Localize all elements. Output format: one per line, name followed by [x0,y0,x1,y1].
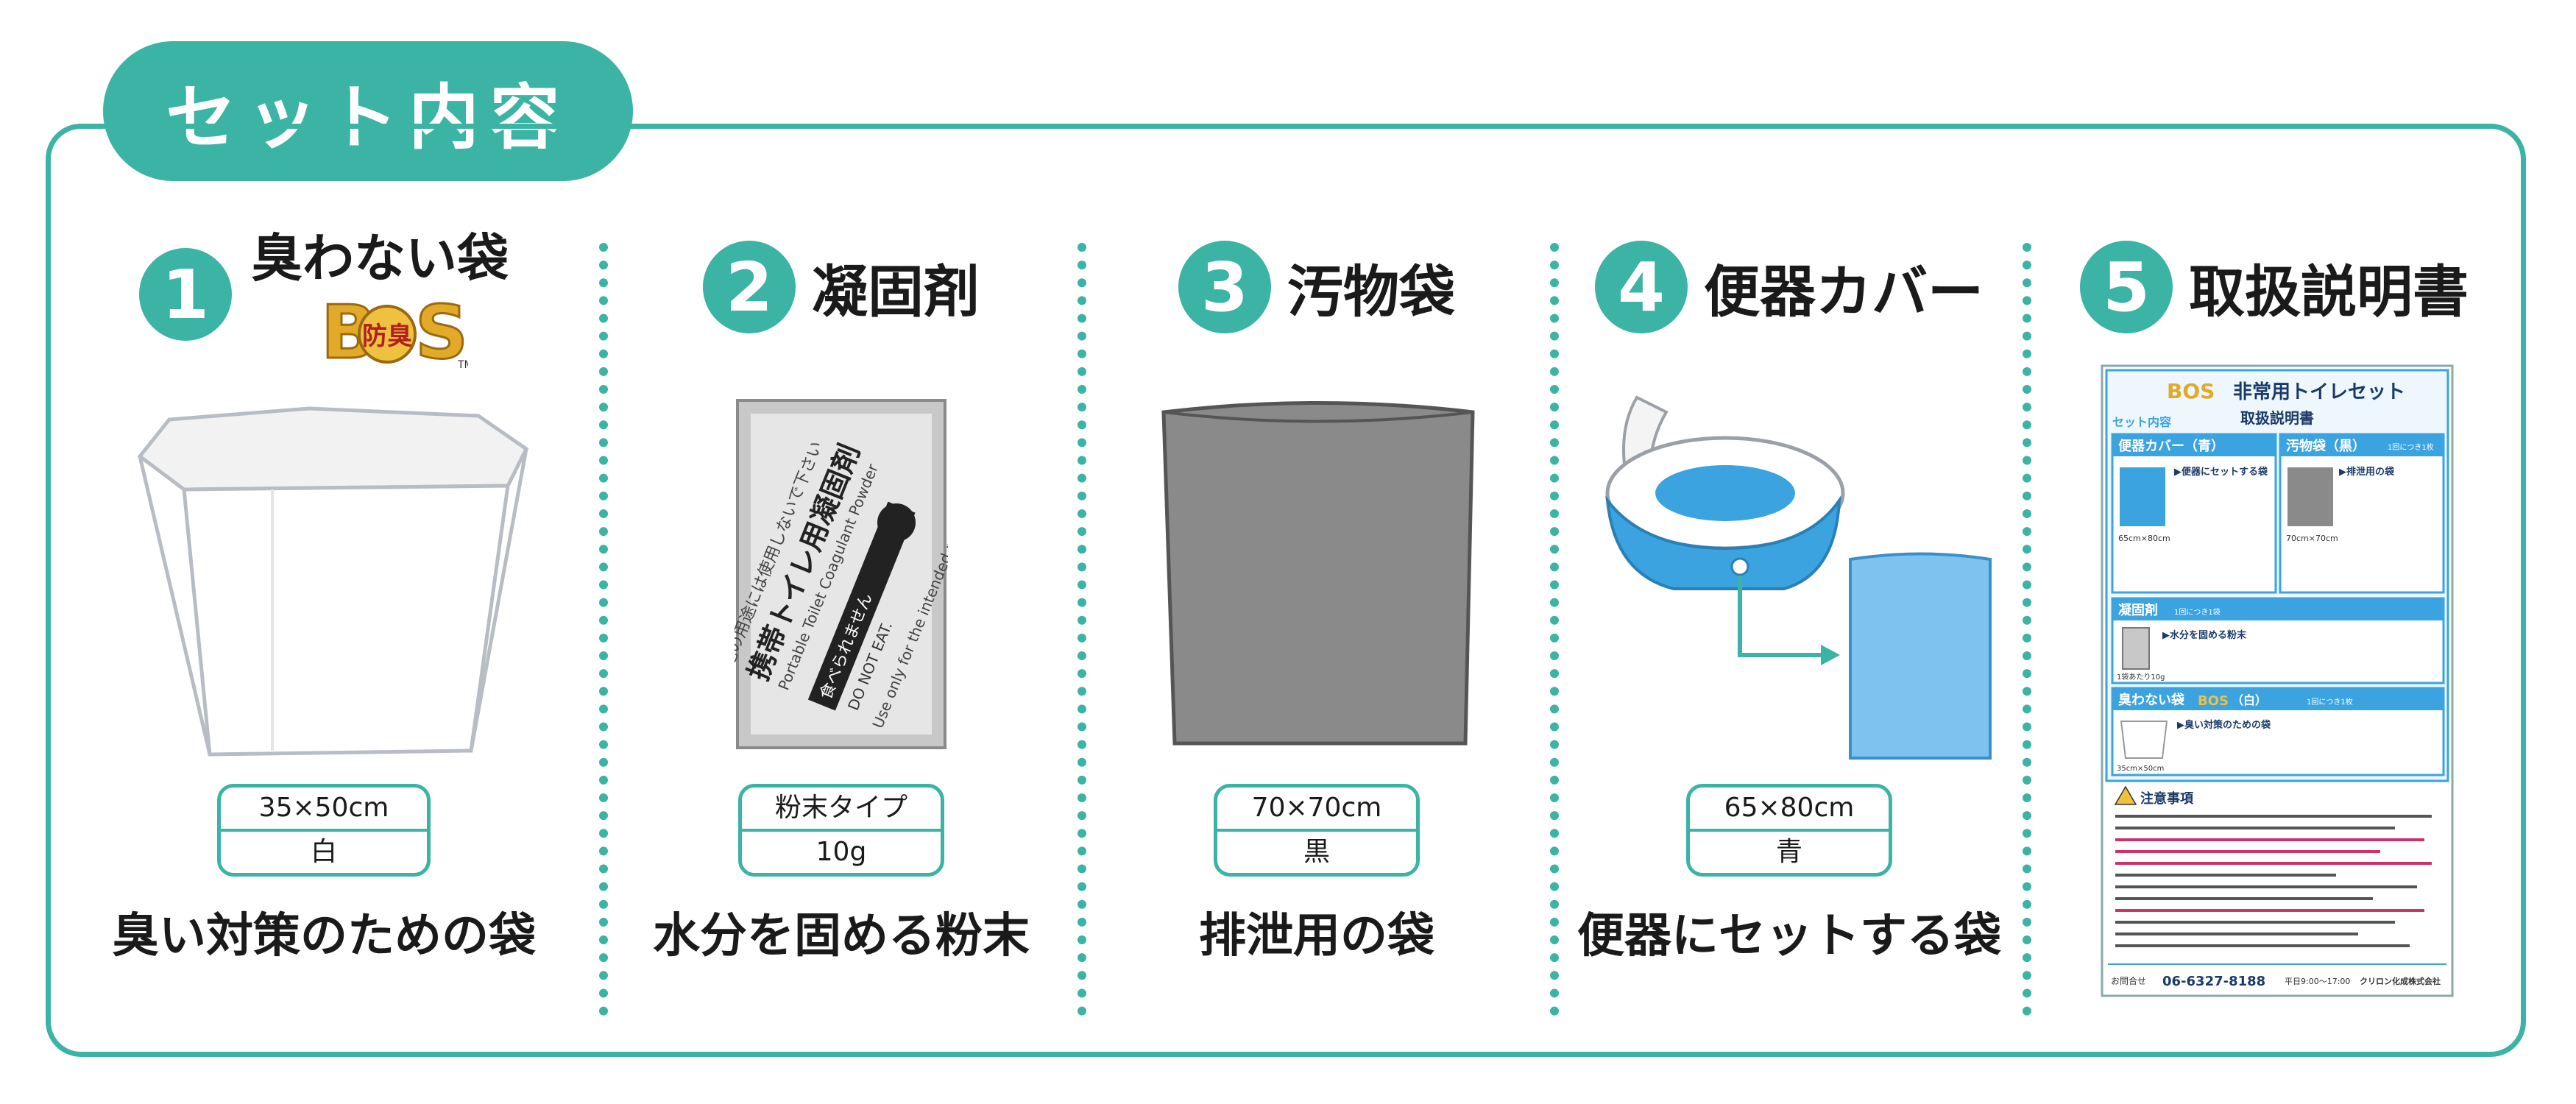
spec-box: 35×50cm 白 [217,784,431,877]
manual-waste-size: 70cm×70cm [2286,534,2338,543]
arrow-right-icon [1821,645,1840,665]
item-description: 便器にセットする袋 [1577,909,2001,963]
spec-box: 粉末タイプ 10g [738,784,944,877]
item-heading: 1 臭わない袋 B 防臭 S TM [52,228,596,372]
manual-coag-badge: 1回につき1袋 [2174,607,2221,617]
manual-coag-size: 1袋あたり10g [2117,672,2165,682]
manual-cover-heading: ▶便器にセットする袋 [2174,466,2268,478]
item-number: 2 [703,241,796,333]
item-coagulant: 2 凝固剤 携帯トイレ用凝固剤 Portable Toilet Coagulan… [608,0,1075,1104]
spec-box: 65×80cm 青 [1686,784,1892,877]
no-eat-icon [877,503,916,542]
item-heading: 5 取扱説明書 [2031,236,2517,339]
manual-title: 非常用トイレセット [2233,381,2405,403]
manual-waste-title: 汚物袋（黒） [2286,438,2366,454]
manual-bos-badge: 1回につき1枚 [2307,697,2353,707]
warning-band [807,501,916,711]
manual-bos-title: 臭わない袋 [2118,692,2185,708]
manual-bos-heading: ▶臭い対策のための袋 [2177,719,2271,731]
toilet-cover-illustration [1605,395,1992,760]
spec-weight: 10g [742,829,941,873]
item-number: 5 [2080,241,2173,333]
spec-size: 65×80cm [1724,793,1855,823]
manual-cover-title: 便器カバー（青） [2118,438,2224,454]
item-heading: 2 凝固剤 [608,236,1075,339]
manual-coag-heading: ▶水分を固める粉末 [2162,629,2247,641]
manual-brand: BOS [2167,379,2215,403]
item-bos-bag: 1 臭わない袋 B 防臭 S TM 35×50cm 白 臭い対策のための袋 [52,0,596,1104]
spec-color: 青 [1690,829,1889,873]
trademark: TM [457,359,468,371]
manual-company: クリロン化成株式会社 [2360,976,2441,986]
manual-coag-title: 凝固剤 [2118,602,2158,618]
manual-waste-heading: ▶排泄用の袋 [2339,466,2395,478]
column-divider [599,243,608,1016]
item-number: 4 [1595,241,1688,333]
bos-logo: B 防臭 S TM [320,291,469,372]
manual-bos-suffix: （白） [2232,693,2267,707]
manual-phone: 06-6327-8188 [2162,974,2265,989]
spec-size: 35×50cm [258,793,389,823]
column-divider [1550,243,1559,1016]
title-tab: セット内容 [103,41,633,181]
logo-o-circle [358,304,417,364]
spec-size: 70×70cm [1251,793,1382,823]
manual-set-label: セット内容 [2112,415,2171,429]
item-number: 1 [139,248,232,341]
manual-bos-logo: BOS [2198,693,2229,709]
manual-bos-size: 35cm×50cm [2117,765,2164,773]
spec-color: 黒 [1217,829,1416,873]
item-heading: 4 便器カバー [1559,236,2020,339]
column-divider [2023,243,2031,1016]
logo-mark: 防臭 [362,322,412,351]
manual-subtitle: 取扱説明書 [2240,409,2314,427]
item-description: 臭い対策のための袋 [112,909,536,963]
manual-hours: 平日9:00〜17:00 [2285,977,2350,986]
coagulant-packet-illustration: 携帯トイレ用凝固剤 Portable Toilet Coagulant Powd… [735,399,948,749]
manual-cover-size: 65cm×80cm [2118,534,2170,543]
item-waste-bag: 3 汚物袋 70×70cm 黒 排泄用の袋 [1086,0,1547,1104]
black-bag-illustration [1161,401,1475,746]
manual-waste-badge: 1回につき1枚 [2388,442,2434,452]
manual-illustration: BOS 非常用トイレセット 取扱説明書 セット内容 便器カバー（青） ▶便器にセ… [2101,364,2454,997]
spec-color: 白 [221,829,427,873]
logo-letter-s: S [415,291,468,372]
item-heading: 3 汚物袋 [1086,236,1547,339]
manual-caution: 注意事項 [2140,790,2194,807]
spec-type: 粉末タイプ [774,793,907,823]
white-bag-illustration [137,406,529,757]
item-label: 臭わない袋 [251,227,509,289]
item-label: 取扱説明書 [2189,259,2469,325]
warning-icon [2114,785,2137,805]
manual-contact-label: お問合せ [2111,975,2146,986]
page-title: セット内容 [166,76,570,159]
item-label: 汚物袋 [1287,259,1455,325]
content-frame [46,124,2526,1057]
item-label: 凝固剤 [812,259,980,325]
cover-marker [1730,557,1749,576]
column-divider [1078,243,1086,1016]
spec-box: 70×70cm 黒 [1214,784,1420,877]
item-number: 3 [1178,241,1271,333]
item-label: 便器カバー [1704,259,1984,325]
item-description: 水分を固める粉末 [653,909,1030,963]
item-description: 排泄用の袋 [1199,909,1434,963]
item-toilet-cover: 4 便器カバー 65×80cm 青 便器にセットする袋 [1559,0,2020,1104]
item-manual: 5 取扱説明書 BOS 非常用トイレセット 取扱説明書 セット内容 便器カバー（… [2031,0,2517,1104]
